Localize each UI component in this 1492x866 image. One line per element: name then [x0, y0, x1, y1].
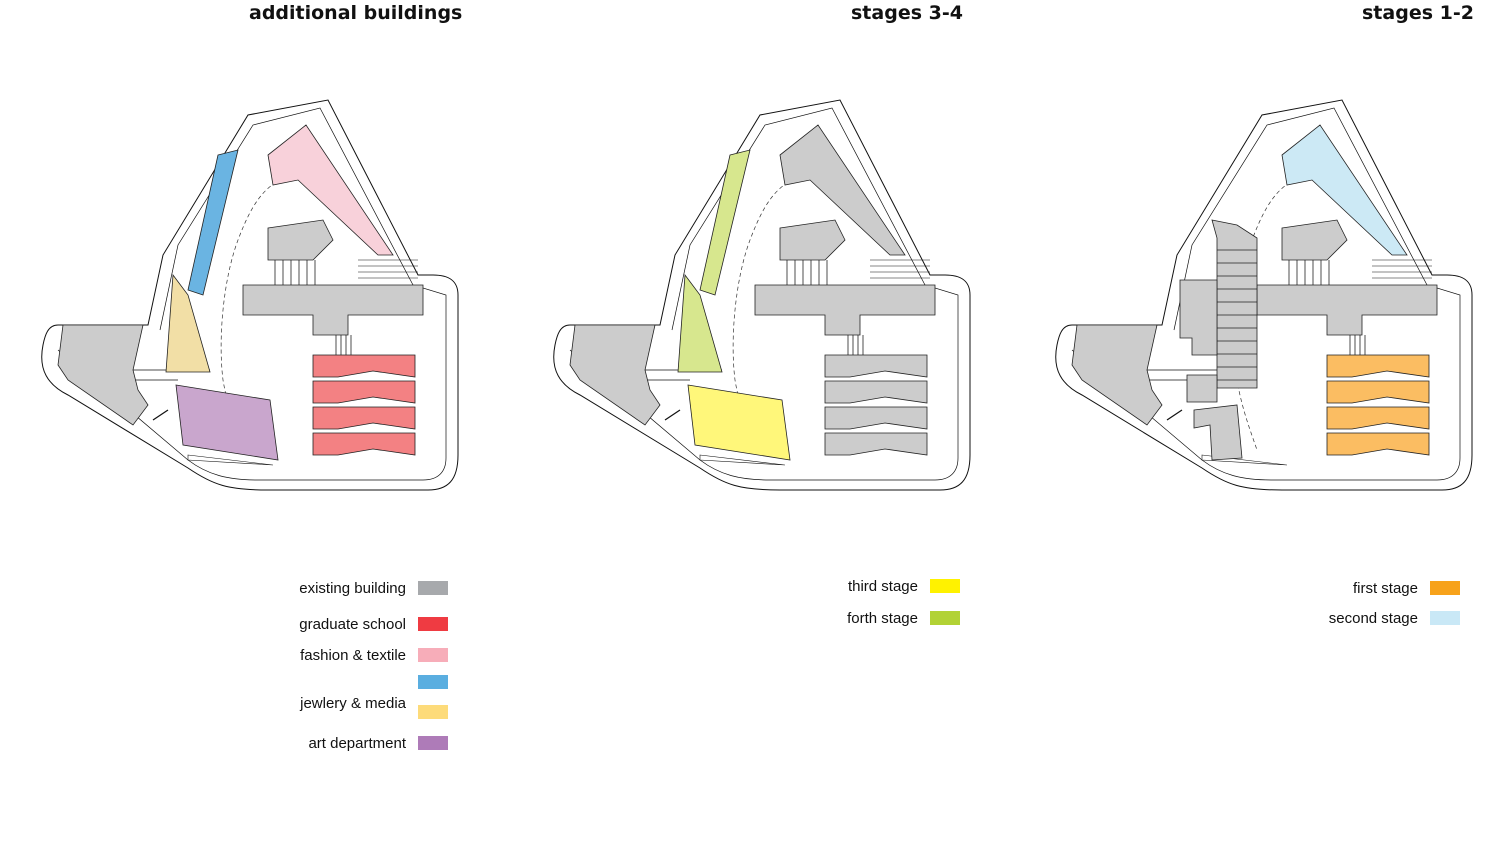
site-inner-line	[57, 107, 447, 481]
legend-swatch	[418, 617, 448, 631]
north-wing	[267, 124, 394, 256]
site-inner-line	[569, 107, 959, 481]
legend-additional-buildings: existing building graduate school fashio…	[200, 576, 448, 766]
legend-label: forth stage	[847, 609, 918, 627]
legend-item-textile-swatch	[406, 672, 448, 692]
legend-label: jewlery & media	[300, 694, 406, 712]
existing-building-north-block	[779, 219, 846, 261]
legend-swatch	[1430, 581, 1460, 595]
legend-item-fashion-textile: fashion & textile	[300, 645, 448, 665]
courtyard-wing	[1326, 406, 1430, 430]
legend-swatch	[930, 611, 960, 625]
courtyard-wing	[824, 432, 928, 456]
legend-swatch	[418, 736, 448, 750]
jewlery-building	[165, 273, 211, 373]
legend-item-existing-building: existing building	[299, 578, 448, 598]
courtyard-wing	[824, 406, 928, 430]
legend-swatch	[418, 581, 448, 595]
courtyard-wing	[1326, 354, 1430, 378]
existing-annex	[1179, 279, 1218, 356]
panel-title-stages-3-4: stages 3-4	[851, 2, 963, 24]
site-plan-stages-3-4	[550, 80, 990, 520]
existing-building-main-bar	[242, 284, 424, 336]
legend-item-graduate-school: graduate school	[299, 614, 448, 634]
legend-label: graduate school	[299, 615, 406, 633]
legend-label: existing building	[299, 579, 406, 597]
legend-label: first stage	[1352, 579, 1418, 597]
panel-title-additional-buildings: additional buildings	[249, 2, 463, 24]
courtyard-wing	[312, 354, 416, 378]
existing-small-block	[1186, 374, 1218, 403]
legend-item-forth-stage: forth stage	[847, 608, 960, 628]
legend-item-first-stage: first stage	[1353, 578, 1460, 598]
legend-item-art-department: art department	[308, 733, 448, 753]
legend-swatch	[418, 705, 448, 719]
legend-swatch	[418, 675, 448, 689]
legend-swatch	[930, 579, 960, 593]
site-plan-group	[553, 99, 971, 491]
road-line	[664, 409, 681, 421]
site-plan-additional-buildings	[38, 80, 478, 520]
courtyard-wing	[312, 380, 416, 404]
legend-item-third-stage: third stage	[848, 576, 960, 596]
site-plan-stages-1-2	[1052, 80, 1492, 520]
courtyard-wing	[824, 354, 928, 378]
forth-stage-north	[699, 149, 751, 296]
existing-building-main-bar	[1256, 284, 1438, 336]
existing-building-west	[569, 324, 661, 426]
site-plan-drawing	[41, 99, 459, 491]
legend-swatch	[418, 648, 448, 662]
courtyard-wing	[312, 406, 416, 430]
courtyard-wing	[824, 380, 928, 404]
art-building	[175, 384, 279, 461]
existing-l-block	[1193, 404, 1243, 461]
legend-swatch	[1430, 611, 1460, 625]
site-inner-line	[1071, 107, 1461, 481]
textile-building	[187, 149, 239, 296]
site-plan-group	[41, 99, 459, 491]
north-wing	[779, 124, 906, 256]
road-line	[1166, 409, 1183, 421]
site-plan-drawing	[1055, 99, 1473, 491]
road-line	[699, 454, 786, 466]
courtyard-wing	[312, 432, 416, 456]
existing-building-west	[57, 324, 149, 426]
road-line	[1201, 454, 1288, 466]
legend-item-jewlery-media: jewlery & media	[300, 693, 448, 719]
legend-label: third stage	[847, 577, 918, 595]
courtyard-wing	[1326, 380, 1430, 404]
third-stage-building	[687, 384, 791, 461]
existing-building-north-block	[267, 219, 334, 261]
forth-stage-south	[677, 273, 723, 373]
north-wing	[1281, 124, 1408, 256]
existing-building-main-bar	[754, 284, 936, 336]
panel-title-stages-1-2: stages 1-2	[1362, 2, 1474, 24]
road-line	[152, 409, 169, 421]
existing-tower	[1211, 219, 1258, 389]
existing-building-west	[1071, 324, 1163, 426]
site-plan-group	[1055, 99, 1473, 491]
courtyard-wing	[1326, 432, 1430, 456]
site-plan-drawing	[553, 99, 971, 491]
legend-label: second stage	[1328, 609, 1418, 627]
legend-label: art department	[308, 734, 406, 752]
legend-label: fashion & textile	[300, 646, 406, 664]
legend-item-second-stage: second stage	[1329, 608, 1460, 628]
road-line	[187, 454, 274, 466]
legend-stages-1-2: first stage second stage	[1260, 578, 1460, 634]
legend-stages-3-4: third stage forth stage	[760, 576, 960, 632]
existing-building-north-block	[1281, 219, 1348, 261]
